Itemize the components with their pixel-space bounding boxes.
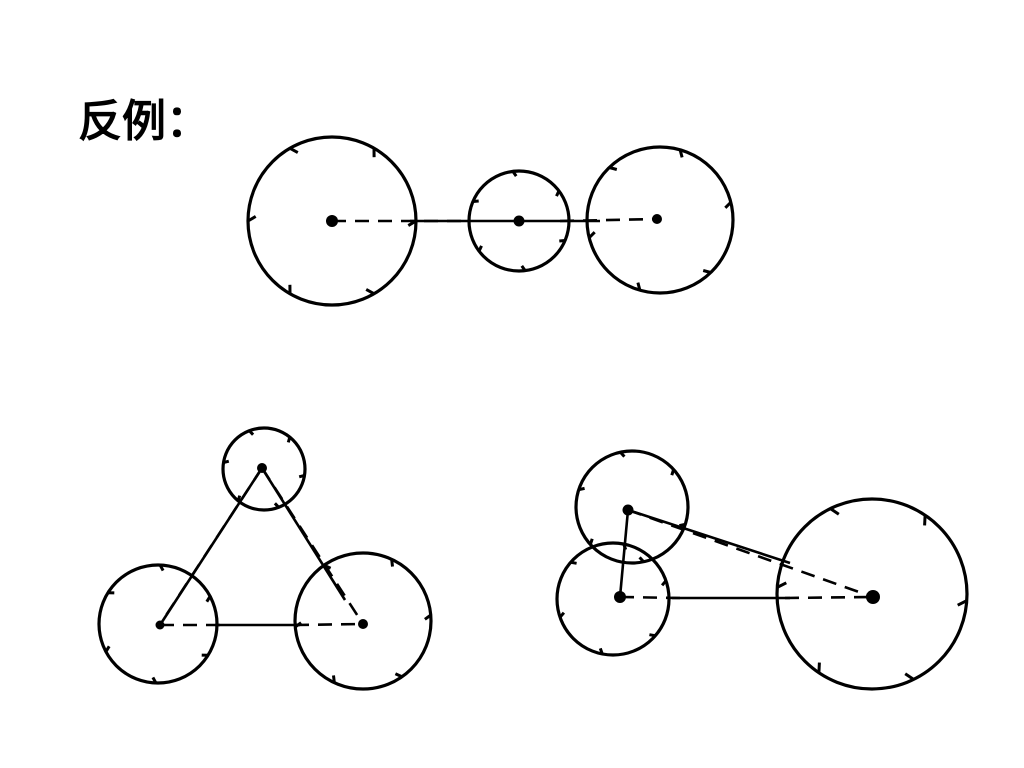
gear-circle-large-right bbox=[775, 497, 969, 691]
circle-ring bbox=[574, 449, 690, 565]
gear-notch bbox=[289, 146, 299, 154]
circle-center bbox=[513, 215, 525, 227]
gear-notch bbox=[158, 564, 165, 572]
circle-ring bbox=[221, 426, 307, 512]
gear-notch bbox=[702, 269, 712, 274]
link-lower-dashed bbox=[619, 595, 681, 600]
gear-notch bbox=[679, 522, 686, 528]
gear-notch bbox=[247, 215, 257, 223]
gear-notch bbox=[520, 265, 527, 272]
gear-notch bbox=[273, 502, 280, 509]
gear-notch bbox=[394, 672, 403, 679]
gear-notch bbox=[559, 239, 566, 243]
gear-notch bbox=[619, 451, 626, 458]
link-right-dashed bbox=[294, 622, 364, 627]
gear-notch bbox=[298, 473, 305, 479]
arrangement-linear bbox=[246, 135, 735, 307]
circle-ring bbox=[775, 497, 969, 691]
slide-heading: 反例： bbox=[78, 96, 210, 147]
gear-circle-medium-right bbox=[293, 551, 433, 691]
gear-notch bbox=[578, 486, 585, 492]
gear-notch bbox=[608, 166, 618, 171]
link-middle-to-right bbox=[559, 217, 658, 223]
gear-notch bbox=[588, 231, 596, 239]
gear-notch bbox=[649, 633, 656, 638]
gear-notch bbox=[829, 507, 840, 516]
gear-notch bbox=[570, 560, 577, 565]
circle-ring bbox=[585, 145, 735, 295]
gear-notch bbox=[724, 201, 732, 209]
ring-notches bbox=[104, 146, 968, 684]
circle-center bbox=[257, 463, 267, 473]
gear-notch bbox=[555, 190, 561, 197]
gear-notch bbox=[472, 199, 479, 203]
circle-center bbox=[358, 619, 368, 629]
gear-notch bbox=[660, 579, 668, 587]
gear-notch bbox=[332, 675, 336, 683]
circle-ring bbox=[97, 563, 219, 685]
gear-notch bbox=[558, 611, 566, 619]
link-top-to-right-dashed bbox=[260, 467, 365, 625]
circle-center bbox=[326, 215, 338, 227]
gear-notch bbox=[678, 149, 684, 158]
gear-notch bbox=[151, 676, 158, 684]
gear-circle-small-upper bbox=[574, 449, 690, 565]
gear-notch bbox=[248, 429, 255, 436]
gear-notch bbox=[636, 282, 642, 291]
gear-notch bbox=[670, 469, 676, 476]
gear-notch bbox=[622, 543, 628, 551]
arrangement-triangle bbox=[97, 426, 433, 691]
link-upper-to-lower bbox=[618, 509, 630, 598]
gear-circle-medium-left bbox=[97, 563, 219, 685]
gear-notch bbox=[407, 219, 417, 227]
circle-ring bbox=[555, 541, 671, 657]
gear-notch bbox=[390, 559, 394, 567]
link-top-to-left-dashed bbox=[161, 467, 264, 621]
gear-notch bbox=[286, 436, 292, 443]
gear-notch bbox=[365, 288, 375, 296]
gear-notch bbox=[923, 515, 927, 526]
gear-notch bbox=[104, 645, 111, 653]
gear-notch bbox=[588, 538, 594, 545]
gear-notch bbox=[776, 581, 787, 589]
gear-notch bbox=[638, 556, 645, 563]
gear-notch bbox=[223, 459, 230, 465]
gear-notch bbox=[957, 599, 968, 607]
circle-center bbox=[614, 591, 626, 603]
gear-notch bbox=[424, 613, 432, 621]
gear-circle-medium-right bbox=[585, 145, 735, 295]
gear-notch bbox=[205, 595, 212, 603]
gear-notch bbox=[323, 563, 332, 570]
gear-circle-small-lower bbox=[555, 541, 671, 657]
link-lower-to-large-dashed bbox=[784, 595, 874, 600]
gear-notch bbox=[598, 647, 604, 655]
gear-notch bbox=[236, 495, 242, 502]
gear-notch bbox=[511, 170, 518, 177]
gear-notch bbox=[817, 662, 821, 673]
circle-ring bbox=[467, 169, 571, 273]
circle-center bbox=[652, 214, 662, 224]
circle-center bbox=[866, 590, 880, 604]
arrangement-overlapping bbox=[555, 449, 969, 691]
circle-center bbox=[155, 620, 165, 630]
gear-circle-small-middle bbox=[467, 169, 571, 273]
circle-ring bbox=[293, 551, 433, 691]
gear-circle-small-top bbox=[221, 426, 307, 512]
gear-notch bbox=[904, 672, 915, 681]
gear-notch bbox=[477, 245, 483, 252]
gear-notch bbox=[294, 621, 302, 629]
circle-center bbox=[622, 504, 634, 516]
link-upper-to-large-dashed bbox=[627, 508, 874, 599]
